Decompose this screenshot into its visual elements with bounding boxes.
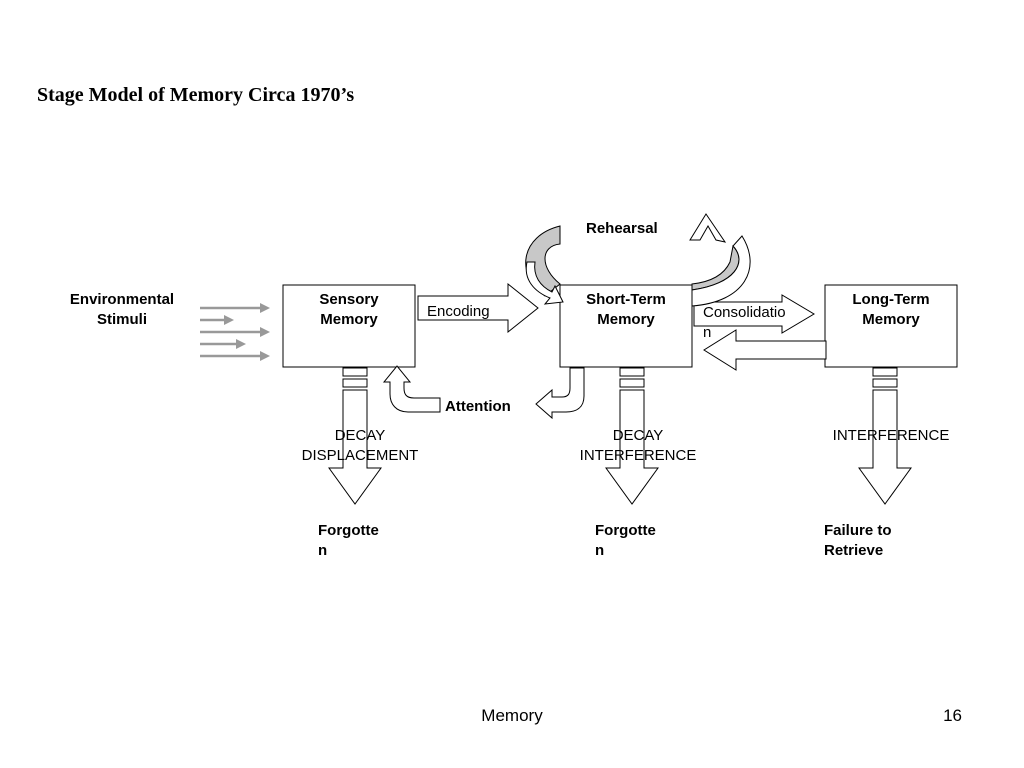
rehearsal-arrow-right [691,235,751,307]
sensory-memory-box [282,284,416,368]
stimuli-label-line2: Stimuli [96,311,147,328]
attention-label: Attention [445,398,511,415]
slide-title: Stage Model of Memory Circa 1970’s [37,84,355,106]
long-term-loss-line1: INTERFERENCE [832,427,950,444]
stimulus-arrows [200,303,270,361]
long-term-memory-box [824,284,958,368]
stimulus-arrowhead [260,327,270,337]
short-term-outcome-label: Forgotte n [595,521,656,561]
short-term-outcome-line1: Forgotte [595,522,656,539]
sensory-outcome-label: Forgotte n [318,521,379,561]
long-term-label-line2: Memory [862,311,920,328]
short-term-label-line2: Memory [597,311,655,328]
loss-arrow-short-term [605,367,659,505]
consolidation-label: Consolidatio n [703,303,786,343]
attention-arrow-into-sensory [382,365,441,413]
long-term-loss-label: INTERFERENCE [821,426,961,446]
loss-arrow-long-term [858,367,912,505]
stimulus-arrowhead [224,315,234,325]
attention-arrows [382,365,585,420]
consolidation-label-line2: n [703,324,712,341]
encoding-arrow [417,282,539,334]
sensory-label-line2: Memory [320,311,378,328]
short-term-outcome-line2: n [595,542,605,559]
short-term-loss-line2: INTERFERENCE [579,447,697,464]
short-term-loss-label: DECAY INTERFERENCE [568,426,708,466]
consolidation-arrow [693,294,815,334]
sensory-loss-label: DECAY DISPLACEMENT [290,426,430,466]
loss-arrow-sensory [328,367,382,505]
page-number: 16 [943,706,962,725]
retrieval-arrow [703,329,827,371]
short-term-label-line1: Short-Term [586,291,666,308]
sensory-outcome-line2: n [318,542,328,559]
long-term-outcome-label: Failure to Retrieve [824,521,892,561]
stimulus-arrowhead [236,339,246,349]
short-term-memory-label: Short-Term Memory [560,290,692,330]
long-term-label-line1: Long-Term [852,291,930,308]
footer-title: Memory [481,706,543,725]
stimuli-label-line1: Environmental [69,291,175,308]
stimulus-arrowhead [260,303,270,313]
long-term-outcome-line2: Retrieve [824,542,884,559]
rehearsal-arrowhead [689,213,727,243]
sensory-memory-label: Sensory Memory [283,290,415,330]
consolidation-label-line1: Consolidatio [703,304,786,321]
short-term-memory-box [559,284,693,368]
long-term-outcome-line1: Failure to [824,522,892,539]
environmental-stimuli-label: Environmental Stimuli [52,290,192,330]
long-term-memory-label: Long-Term Memory [825,290,957,330]
sensory-loss-line1: DECAY [334,427,386,444]
encoding-label: Encoding [427,303,490,320]
rehearsal-loop [525,213,751,307]
rehearsal-label: Rehearsal [586,220,658,237]
sensory-loss-line2: DISPLACEMENT [301,447,419,464]
sensory-outcome-line1: Forgotte [318,522,379,539]
short-term-loss-line1: DECAY [612,427,664,444]
attention-arrow-into-stm [535,367,585,420]
sensory-label-line1: Sensory [319,291,379,308]
stimulus-arrowhead [260,351,270,361]
rehearsal-arrow-left [525,261,564,305]
